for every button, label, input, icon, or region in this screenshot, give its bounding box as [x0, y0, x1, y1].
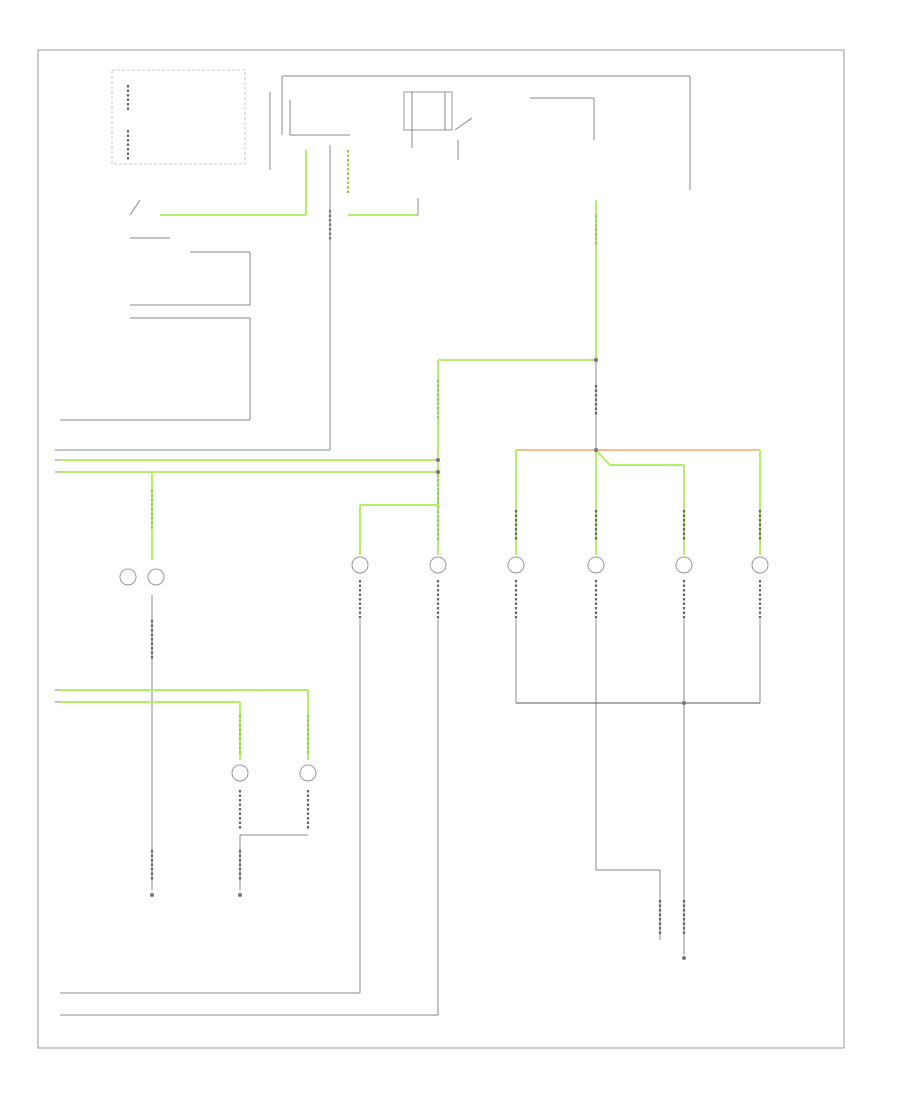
- ignition-switch: [111, 69, 246, 165]
- light-control-switch: [60, 199, 251, 421]
- license-lamps: [119, 472, 165, 890]
- fuse-block: [269, 75, 691, 190]
- right-side-marker: [429, 556, 447, 1015]
- ground-mid: [238, 893, 242, 897]
- left-side-marker: [351, 556, 369, 993]
- ground-left: [150, 893, 154, 897]
- left-tail-lamp: [231, 715, 249, 830]
- diagram-frame: [37, 49, 845, 1049]
- ground-right: [596, 869, 686, 960]
- junction-connector: [55, 449, 60, 703]
- right-rear-combination: [751, 510, 769, 703]
- right-front-parking: [587, 510, 605, 870]
- tail-fuse: [530, 97, 595, 140]
- dimmer-relay: [403, 91, 453, 148]
- left-front-parking: [507, 510, 525, 703]
- tail-light-relay: [454, 117, 473, 160]
- left-rear-combination: [675, 510, 693, 955]
- right-tail-lamp: [299, 715, 317, 830]
